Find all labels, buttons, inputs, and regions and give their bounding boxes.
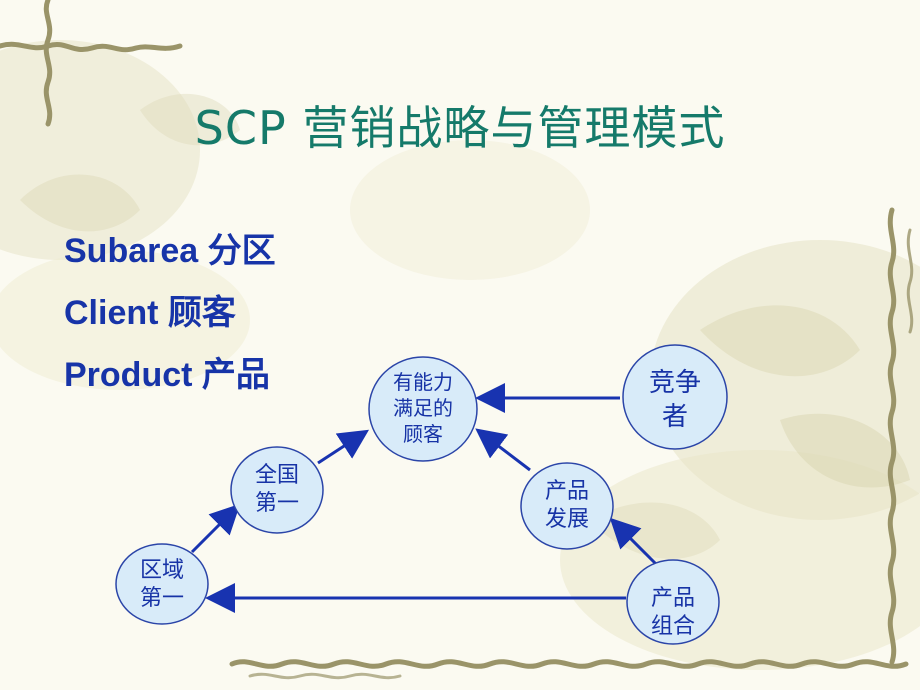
node-regional-first: [115, 543, 209, 625]
vine-right-vertical: [887, 207, 897, 665]
node-label-competitor: 竞争 者: [648, 368, 701, 432]
petal-shape: [20, 174, 140, 232]
vine-top-left: [0, 41, 183, 53]
petal-shape: [140, 93, 240, 146]
node-label-product-mix: 产品 组合: [650, 586, 695, 639]
bullet-product: Product 产品: [64, 356, 270, 394]
slide-title: SCP 营销战略与管理模式: [194, 101, 726, 155]
vine-right-vertical-2: [906, 228, 914, 334]
arrow-regional-to-national: [190, 503, 241, 554]
node-national-first: [230, 446, 324, 534]
bullet-client: Client 顾客: [64, 294, 236, 332]
node-product-mix: [626, 559, 720, 645]
petal-shape: [700, 305, 860, 377]
petal-shape: [780, 413, 910, 488]
bullet-list: Subarea 分区 Client 顾客 Product 产品: [64, 220, 276, 406]
flower-wash-right: [650, 240, 920, 520]
bullet-subarea: Subarea 分区: [64, 232, 276, 270]
node-label-national-first: 全国 第一: [254, 463, 299, 516]
node-label-capable-customer: 有能力 满足的 顾客: [393, 370, 453, 446]
flower-wash-center: [350, 140, 590, 280]
node-competitor: [622, 344, 728, 450]
vine-bottom: [229, 659, 909, 669]
node-capable-customer: [368, 356, 478, 462]
flower-wash-midleft: [0, 250, 250, 390]
node-product-development: [520, 462, 614, 550]
arrow-national-to-customer: [317, 429, 370, 465]
node-label-regional-first: 区域 第一: [139, 558, 184, 611]
arrow-productmix-to-productdev: [609, 517, 660, 568]
vine-bottom-2: [248, 672, 402, 680]
node-label-product-development: 产品 发展: [544, 479, 589, 532]
vine-left-vertical: [43, 0, 53, 127]
flower-wash-topleft: [0, 40, 200, 260]
arrow-product-dev-to-customer: [475, 428, 531, 472]
